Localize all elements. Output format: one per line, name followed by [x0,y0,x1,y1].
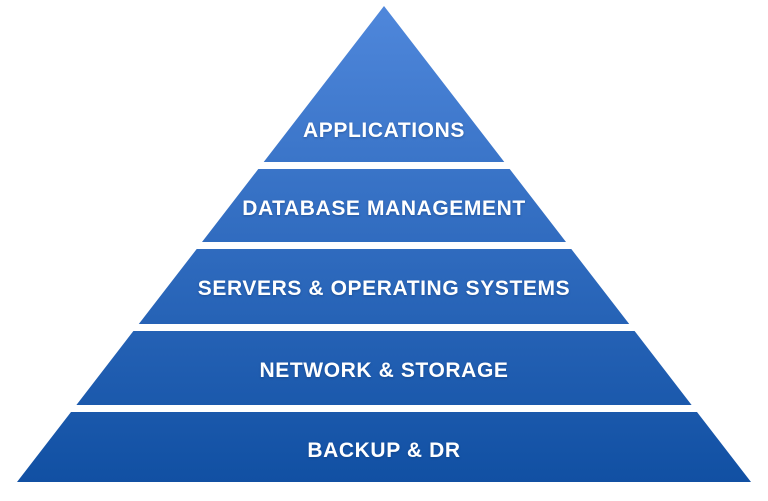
pyramid-layer-applications-shape [263,6,505,162]
pyramid-layer-database-management-shape [202,169,566,242]
pyramid-layer-servers-operating-systems-shape [138,249,630,324]
pyramid-layer-backup-dr-shape [17,412,751,482]
pyramid-layer-network-storage-shape [76,331,692,405]
